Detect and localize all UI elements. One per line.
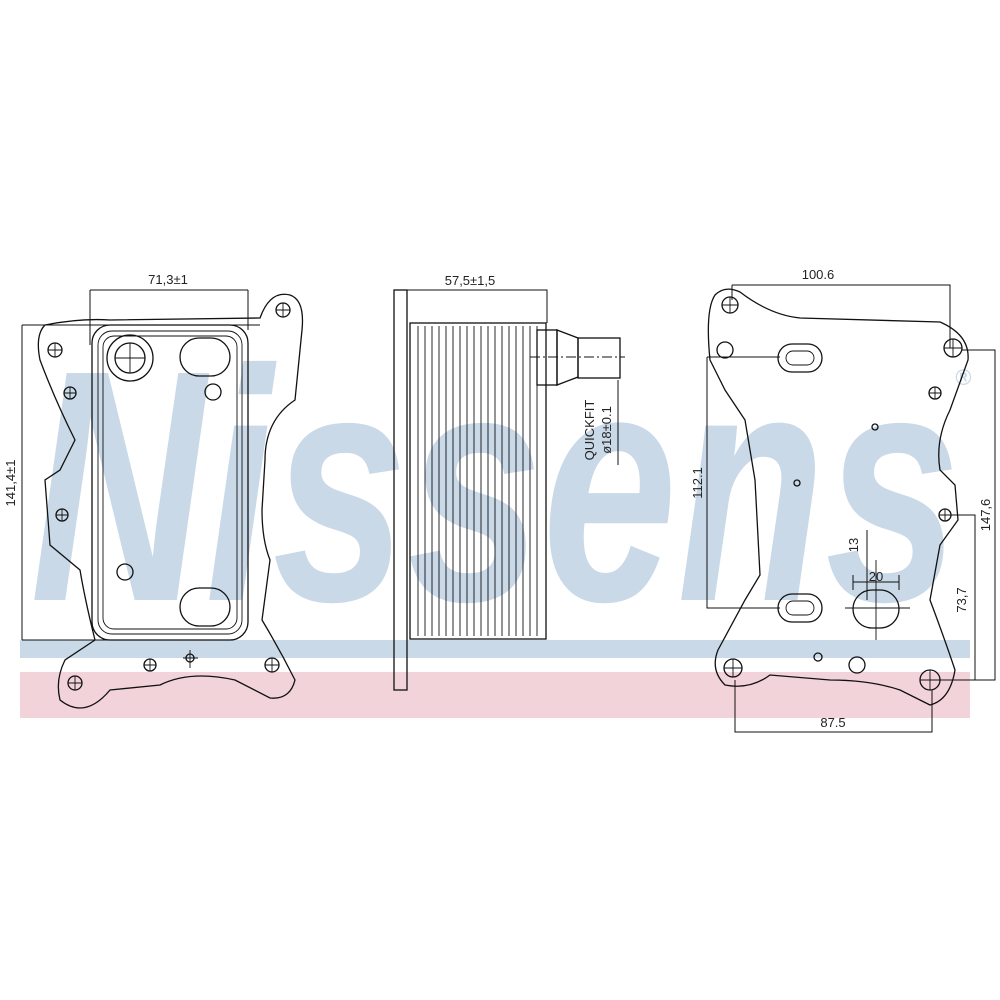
connector-type-label: QUICKFIT — [582, 400, 597, 461]
mounting-holes — [47, 302, 291, 691]
front-view: 71,3±1 141,4±1 — [3, 272, 304, 709]
watermark-blue-band — [20, 640, 970, 658]
registered-mark: ® — [955, 365, 972, 390]
front-height-label: 141,4±1 — [3, 460, 18, 507]
front-width-label: 71,3±1 — [148, 272, 188, 287]
watermark-pink-band — [20, 672, 970, 718]
rear-bottom-width-label: 87.5 — [820, 715, 845, 730]
lower-height-label: 73,7 — [954, 587, 969, 612]
rear-top-width-label: 100.6 — [802, 267, 835, 282]
oval-width-label: 20 — [869, 569, 883, 584]
overall-height-label: 147,6 — [978, 499, 993, 532]
rear-view: 100.6 112.1 147,6 73,7 13 20 87.5 — [690, 267, 996, 733]
cooler-fins — [417, 326, 538, 636]
watermark: Nissens ® — [20, 301, 972, 718]
oval-height-label: 13 — [846, 538, 861, 552]
port-distance-label: 112.1 — [690, 467, 705, 499]
side-view: 57,5±1,5 QUICKFIT ø18±0.1 — [393, 273, 625, 691]
rear-mounting-holes — [716, 296, 963, 691]
side-depth-label: 57,5±1,5 — [445, 273, 496, 288]
connector-diameter-label: ø18±0.1 — [599, 406, 614, 454]
